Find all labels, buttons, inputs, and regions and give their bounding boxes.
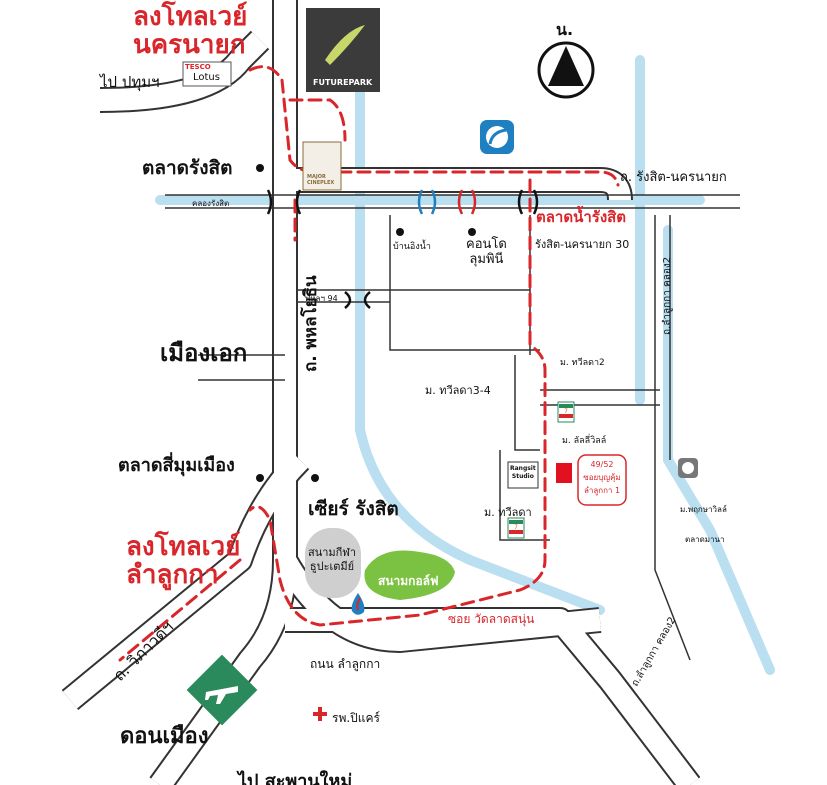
seven-eleven-icon: 7 [507,517,525,539]
soi-30-label: รังสิต-นครนายก 30 [535,238,630,251]
talad-mana-label: ตลาดมานา [685,535,725,544]
to-pathum-label: ไป ปทุมฯ [100,73,160,91]
rangsit-nakhonnayok-road-label: ถ. รังสิต-นครนายก [620,170,727,185]
rangsit-market-label: ตลาดรังสิต [142,157,233,179]
stadium [305,528,361,598]
mueang-market-label: ตลาดสี่มุมเมือง [118,455,235,476]
condo-lumpini-label: คอนโด ลุมพินี [466,237,507,267]
lanlilwilla-label: ม. ลัลลี่วิลล์ [562,436,607,446]
futurepark-text: FUTUREPARK [313,78,373,87]
place-dots [256,164,476,482]
don-mueang-label: ดอนเมือง [120,724,209,749]
lam-luk-ka-road-label: ถนน ลำลูกกา [310,657,381,671]
interchange-north-label: ลงโทลเวย์ นครนายก [133,2,248,60]
tesco-text: TESCO [185,63,211,71]
interchange-south-label: ลงโทลเวย์ ลำลูกกา [126,532,241,590]
golf-course-label: สนามกอล์ฟ [378,574,439,588]
futurepark-swoosh [325,25,365,65]
destination-marker [556,463,572,483]
phaholyothin-label: ถ. พหลโยธิน [301,275,321,372]
tawilada-3-4-label: ม. ทวีลดา3-4 [425,384,491,397]
bridges [266,189,539,309]
ptt-station-icon [678,458,698,478]
destination-box [577,454,627,506]
rangsit-studio-box [507,461,539,489]
tawilada-label: ม. ทวีลดา [484,506,532,519]
local-roads [165,194,740,661]
golf-course [364,550,455,600]
ptt-drop-icon [351,593,365,615]
destination-label: 49/52 ซอยบุญคุ้ม ลำลูกกา 1 [583,460,621,495]
hospital-cross-icon [313,707,327,721]
major-text: MAJOR CINEPLEX [307,174,335,186]
soi-wat-label: ซอย วัดลาดสนุ่น [448,612,535,626]
lotus-text: Lotus [193,72,220,83]
canals [155,55,775,675]
north-label: น. [556,20,574,39]
seven-eleven-icon: 7 [557,401,575,423]
stadium-label: สนามกีฬา ธูปะเตมีย์ [308,546,357,573]
ptt-station-icon [480,120,514,154]
svg-text:7: 7 [564,408,568,415]
zeer-rangsit-label: เซียร์ รังสิต [308,498,399,520]
mueang-ake-label: เมืองเอก [160,339,248,367]
floating-market-label: ตลาดน้ำรังสิต [536,208,627,226]
tesco-lotus-logo [182,61,232,87]
baan-ing-nam-label: บ้านอิงน้ำ [393,242,431,252]
rangsit-studio-label: Rangsit Studio [510,465,536,480]
hospital-label: รพ.ปิแคร์ [332,711,380,725]
to-saphan-mai-label: ไป สะพานใหม่ [238,771,353,785]
phruksa-villa-label: ม.พฤกษาวิลล์ [680,505,727,514]
major-cineplex-logo [302,141,342,191]
tawilada-2-label: ม. ทวีลดา2 [560,358,605,368]
lam-luk-ka-khlong2-top-label: ถ.ลำลูกกา คลอง2 [662,256,673,335]
phahol-94-label: พหลฯ 94 [305,294,338,303]
svg-text:7: 7 [514,524,518,531]
north-arrow-icon [537,41,595,99]
rangsit-canal-label: คลองรังสิต [192,199,230,208]
